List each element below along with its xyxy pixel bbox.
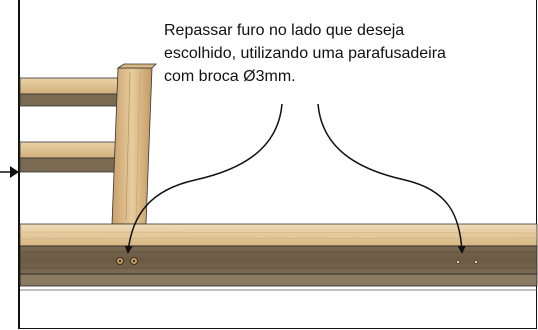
left-leader-arrow	[124, 103, 283, 254]
upper-rail-top	[19, 77, 119, 107]
instruction-text: Repassar furo no lado que deseja escolhi…	[164, 22, 446, 85]
left-screw-holes	[116, 257, 138, 265]
figure-frame	[18, 0, 537, 329]
right-screw-holes	[456, 260, 478, 264]
left-edge-arrow	[0, 166, 19, 178]
right-leader-arrow	[317, 103, 466, 254]
upper-rail-bottom	[19, 141, 119, 173]
main-beam	[19, 223, 538, 291]
vertical-post	[111, 63, 157, 225]
